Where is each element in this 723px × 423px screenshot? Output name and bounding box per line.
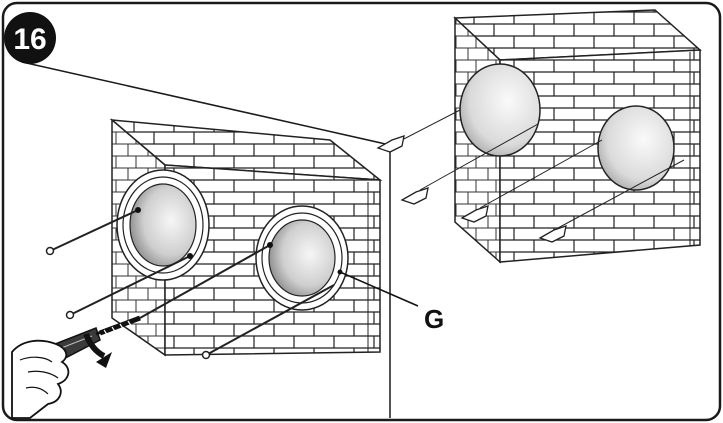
step-number: 16	[13, 23, 46, 56]
screw	[45, 207, 141, 256]
driven-screw	[99, 315, 141, 337]
step-number-badge: 16	[4, 12, 56, 64]
callout-dot	[337, 269, 343, 275]
wall-plug	[538, 159, 685, 243]
wall-hole	[597, 105, 675, 191]
panel-divider-diagonal	[21, 61, 391, 146]
hand	[11, 339, 70, 419]
wall-hole	[459, 63, 541, 157]
callout-leader-line	[339, 271, 419, 307]
screw	[65, 253, 193, 320]
wall-plug	[376, 109, 461, 153]
callout-label: G	[424, 304, 444, 334]
wall-plug	[460, 139, 603, 223]
fitted-hole	[116, 169, 210, 281]
screw	[201, 284, 335, 360]
screw	[139, 242, 273, 319]
fitted-hole	[255, 205, 349, 311]
wall-plug	[400, 123, 539, 205]
rotation-arrow-icon	[83, 332, 112, 368]
